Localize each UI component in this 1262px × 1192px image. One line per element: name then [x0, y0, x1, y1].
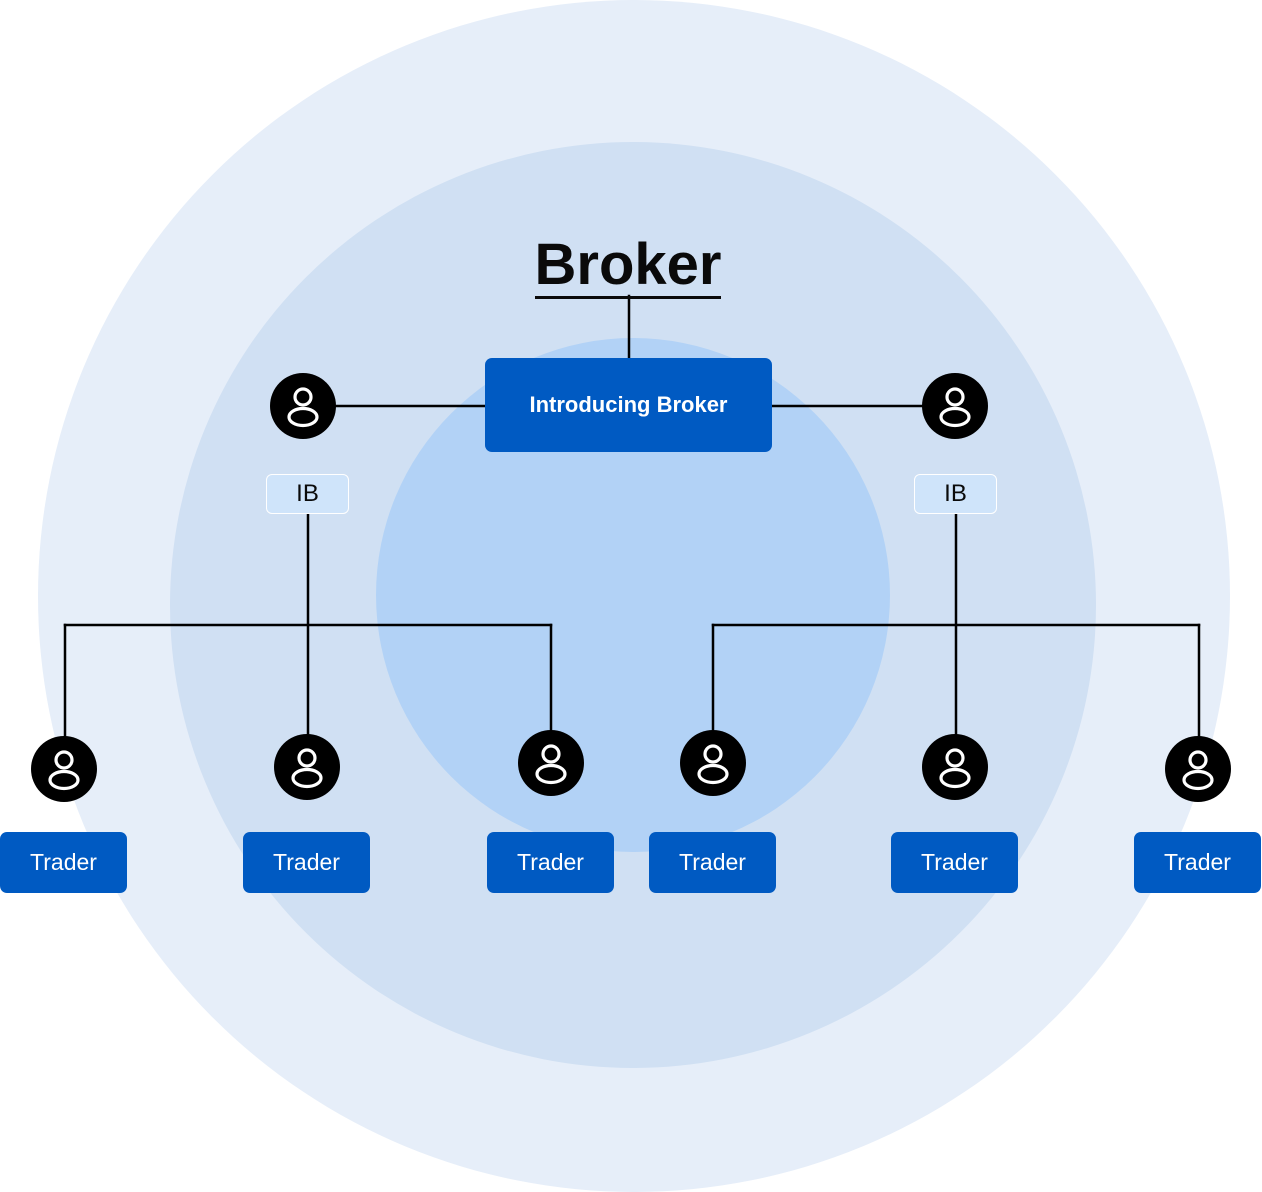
ib-tag-right: IB [914, 474, 997, 514]
introducing-broker-box: Introducing Broker [485, 358, 772, 452]
diagram-title-text: Broker [534, 232, 722, 299]
trader-box: Trader [649, 832, 776, 893]
trader-label: Trader [679, 849, 746, 875]
trader-label: Trader [1164, 849, 1231, 875]
introducing-broker-label: Introducing Broker [529, 392, 728, 417]
user-icon [270, 373, 336, 439]
trader-box: Trader [0, 832, 127, 893]
user-icon [680, 730, 746, 796]
ib-tag-label: IB [944, 480, 967, 507]
user-icon [518, 730, 584, 796]
trader-label: Trader [30, 849, 97, 875]
trader-box: Trader [487, 832, 614, 893]
trader-box: Trader [243, 832, 370, 893]
trader-label: Trader [273, 849, 340, 875]
trader-box: Trader [1134, 832, 1261, 893]
user-icon [922, 373, 988, 439]
trader-label: Trader [517, 849, 584, 875]
diagram-title: Broker [478, 230, 778, 300]
user-icon [922, 734, 988, 800]
ib-tag-label: IB [296, 480, 319, 507]
user-icon [1165, 736, 1231, 802]
user-icon [274, 734, 340, 800]
user-icon [31, 736, 97, 802]
trader-label: Trader [921, 849, 988, 875]
trader-box: Trader [891, 832, 1018, 893]
ib-tag-left: IB [266, 474, 349, 514]
